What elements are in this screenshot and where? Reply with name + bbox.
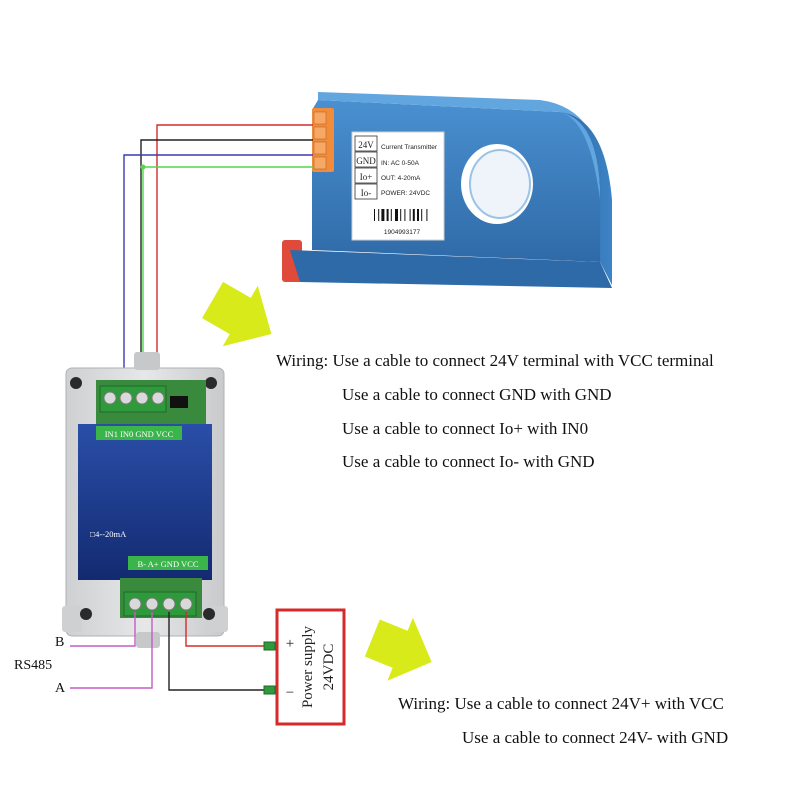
terminal-io-minus: Io-: [361, 188, 372, 198]
top-terminal-screws: [103, 391, 165, 405]
barcode-bar: [390, 209, 392, 221]
wiring-top-line-2: Use a cable to connect GND with GND: [342, 385, 612, 404]
top-wires: [123, 124, 313, 397]
bottom-terminal-label: B- A+ GND VCC: [137, 559, 198, 569]
module-top-tab: [134, 352, 160, 370]
transmitter-title: Current Transmitter: [381, 144, 438, 151]
spec-power: POWER: 24VDC: [381, 190, 430, 197]
top-terminal-label: IN1 IN0 GND VCC: [105, 429, 174, 439]
wire-junction: [140, 164, 146, 170]
wiring-top-line-3: Use a cable to connect Io+ with IN0: [342, 419, 589, 438]
jumper: [170, 396, 188, 408]
power-supply-voltage: 24VDC: [321, 644, 337, 691]
module-tab: [62, 606, 82, 632]
screw-icon: [205, 377, 217, 389]
wiring-bottom-line-1: Wiring: Use a cable to connect 24V+ with…: [398, 694, 724, 713]
serial-number: 1904993177: [384, 229, 421, 236]
power-supply: + − Power supply 24VDC: [263, 608, 346, 726]
top-label-bg: [96, 426, 182, 440]
power-supply-box: [275, 608, 346, 726]
arrow-bottom-icon: [364, 617, 432, 681]
mode-label: □4--20mA: [90, 529, 127, 539]
arrow-top-icon: [202, 281, 272, 347]
barcode-bar: [378, 209, 380, 221]
rs485-a-label: A: [55, 681, 66, 696]
transmitter-hole-inner: [469, 149, 531, 219]
barcode-bar: [412, 209, 415, 221]
barcode-bar: [395, 209, 398, 221]
wire-24v-vcc: [156, 124, 313, 397]
power-supply-title: Power supply: [300, 625, 316, 708]
barcode-bar: [374, 209, 375, 221]
barcode-bar: [409, 209, 411, 221]
minus-connector: [263, 685, 276, 695]
wiring-top-line-1: Wiring: Use a cable to connect 24V termi…: [276, 351, 714, 370]
transmitter-terminal-block: [312, 108, 334, 172]
label-terminal-box: [354, 151, 378, 168]
terminal-gnd: GND: [356, 156, 376, 166]
barcode: [372, 207, 432, 223]
bottom-label-bg: [128, 556, 208, 570]
screw-icon: [80, 608, 92, 620]
label-terminal-box: [354, 183, 378, 200]
wire-io-minus-gnd: [123, 154, 313, 397]
wire-gnd-gnd: [140, 139, 313, 397]
screw-icon: [70, 377, 82, 389]
terminal-24v: 24V: [358, 140, 374, 150]
barcode-bar: [426, 209, 428, 221]
plus-connector: [263, 641, 276, 651]
wiring-top-line-4: Use a cable to connect Io- with GND: [342, 452, 595, 471]
wire-rs485-a: [70, 612, 153, 689]
label-terminal-box: [354, 167, 378, 184]
wire-gnd-24v-minus: [168, 612, 268, 691]
plus-sign: +: [286, 636, 294, 652]
bottom-wires: [70, 612, 268, 691]
terminal-io-plus: Io+: [360, 172, 373, 182]
bottom-terminal-screws: [128, 597, 193, 611]
screw-icon: [203, 608, 215, 620]
label-terminal-box: [354, 135, 378, 152]
barcode-bar: [421, 209, 423, 221]
wire-rs485-b: [70, 612, 136, 647]
rs485-b-label: B: [55, 635, 65, 650]
transmitter-side: [560, 112, 612, 285]
barcode-bar: [404, 209, 406, 221]
io-module: IN1 IN0 GND VCC □4--20mA B- A+ GND VCC: [62, 352, 228, 648]
module-bottom-tab: [136, 632, 160, 648]
transmitter-base: [290, 250, 612, 288]
wire-vcc-24v-plus: [185, 612, 268, 647]
minus-sign: −: [286, 685, 294, 701]
spec-out: OUT: 4-20mA: [381, 175, 421, 182]
current-transmitter: 24V GND Io+ Io- Current Transmitter IN: …: [282, 92, 612, 288]
module-panel: [78, 424, 212, 580]
barcode-bar: [417, 209, 419, 221]
barcode-bar: [400, 209, 402, 221]
rs485-label: RS485: [14, 658, 53, 673]
barcode-bar: [386, 209, 389, 221]
spec-in: IN: AC 0-50A: [381, 160, 420, 167]
wiring-bottom-line-2: Use a cable to connect 24V- with GND: [462, 728, 729, 747]
barcode-bar: [381, 209, 385, 221]
